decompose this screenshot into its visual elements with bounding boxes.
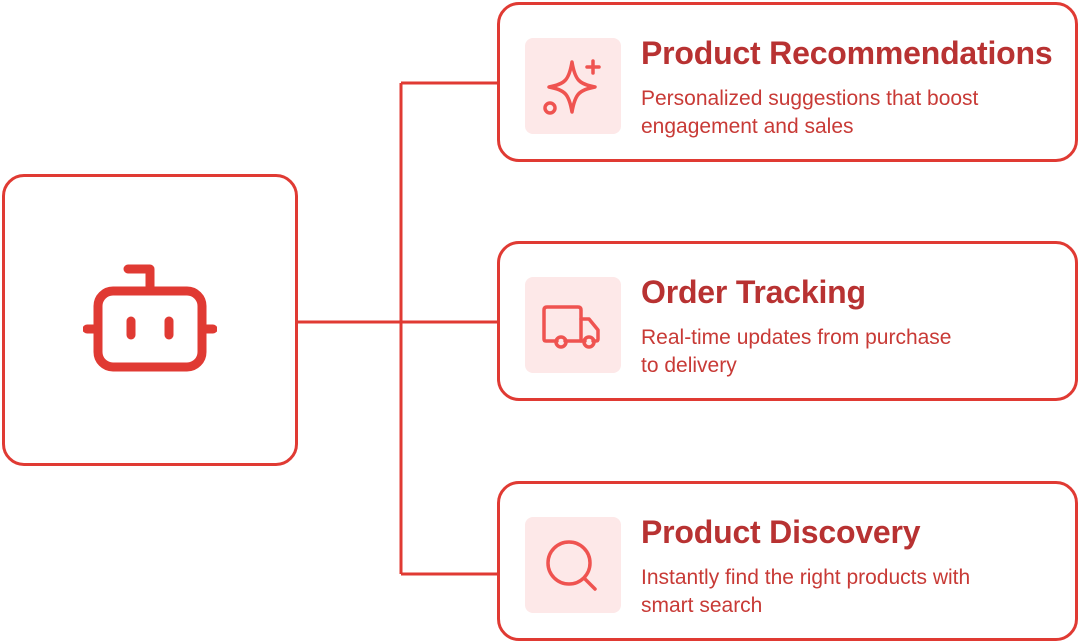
- chatbot-hub: [2, 174, 298, 466]
- truck-icon: [525, 277, 621, 373]
- feature-description: Personalized suggestions that boost enga…: [641, 87, 979, 138]
- feature-title: Product Recommendations: [641, 35, 1053, 71]
- feature-card-product-discovery: Product Discovery Instantly find the rig…: [497, 481, 1078, 641]
- feature-card-product-recommendations: Product Recommendations Personalized sug…: [497, 2, 1078, 162]
- search-icon: [525, 517, 621, 613]
- feature-icon-tile: [525, 517, 621, 613]
- feature-title: Order Tracking: [641, 274, 866, 310]
- feature-icon-tile: [525, 277, 621, 373]
- feature-title: Product Discovery: [641, 514, 921, 550]
- sparkles-icon: [525, 38, 621, 134]
- feature-card-order-tracking: Order Tracking Real-time updates from pu…: [497, 241, 1078, 401]
- feature-description: Real-time updates from purchase to deliv…: [641, 326, 952, 377]
- feature-icon-tile: [525, 38, 621, 134]
- bot-icon: [83, 264, 217, 376]
- feature-description: Instantly find the right products with s…: [641, 566, 971, 617]
